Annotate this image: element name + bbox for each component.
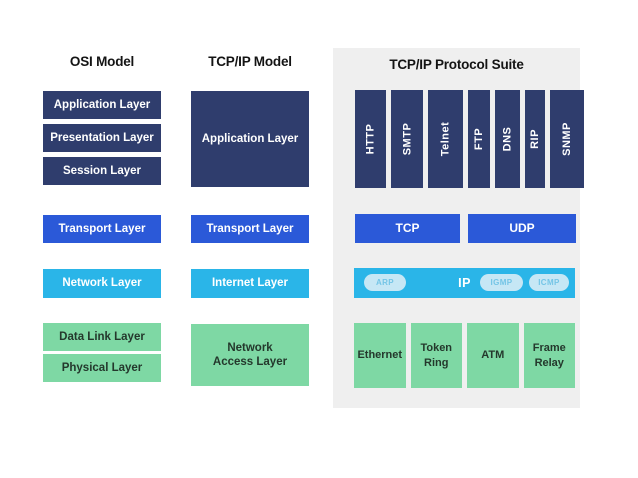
protocol-dns: DNS xyxy=(495,90,520,188)
protocol-ethernet: Ethernet xyxy=(354,323,406,388)
protocol-ip: IP xyxy=(458,276,471,290)
osi-model-title: OSI Model xyxy=(69,54,135,69)
protocol-udp: UDP xyxy=(468,214,576,243)
protocol-telnet: Telnet xyxy=(428,90,463,188)
protocol-frame-relay: Frame Relay xyxy=(523,323,575,388)
protocol-arp: ARP xyxy=(364,274,406,291)
protocol-http: HTTP xyxy=(355,90,386,188)
osi-physical-layer: Physical Layer xyxy=(43,354,161,382)
application-protocols-row: HTTP SMTP Telnet FTP DNS RIP SNMP xyxy=(355,90,584,188)
protocol-atm: ATM xyxy=(467,323,519,388)
osi-presentation-layer: Presentation Layer xyxy=(43,124,161,152)
osi-network-layer: Network Layer xyxy=(43,269,161,298)
protocol-smtp: SMTP xyxy=(390,90,424,188)
ip-protocol-bar: IP ARP IGMP ICMP xyxy=(354,268,575,298)
protocol-token-ring: Token Ring xyxy=(410,323,462,388)
protocol-snmp: SNMP xyxy=(549,90,584,188)
protocol-ftp: FTP xyxy=(467,90,491,188)
osi-session-layer: Session Layer xyxy=(43,157,161,185)
tcpip-model-title: TCP/IP Model xyxy=(208,54,292,69)
tcpip-internet-layer: Internet Layer xyxy=(191,269,309,298)
protocol-suite-title: TCP/IP Protocol Suite xyxy=(389,57,524,72)
protocol-icmp: ICMP xyxy=(529,274,569,291)
osi-data-link-layer: Data Link Layer xyxy=(43,323,161,351)
tcpip-transport-layer: Transport Layer xyxy=(191,215,309,243)
protocol-rip: RIP xyxy=(524,90,545,188)
transport-protocols-row: TCP UDP xyxy=(355,214,576,243)
protocol-tcp: TCP xyxy=(355,214,460,243)
network-access-row: Ethernet Token Ring ATM Frame Relay xyxy=(354,323,575,388)
protocol-igmp: IGMP xyxy=(480,274,523,291)
osi-transport-layer: Transport Layer xyxy=(43,215,161,243)
tcpip-network-access-layer: Network Access Layer xyxy=(191,324,309,386)
osi-application-layer: Application Layer xyxy=(43,91,161,119)
tcpip-application-layer: Application Layer xyxy=(191,91,309,187)
protocol-suite-panel: TCP/IP Protocol Suite HTTP SMTP Telnet F… xyxy=(333,48,584,408)
